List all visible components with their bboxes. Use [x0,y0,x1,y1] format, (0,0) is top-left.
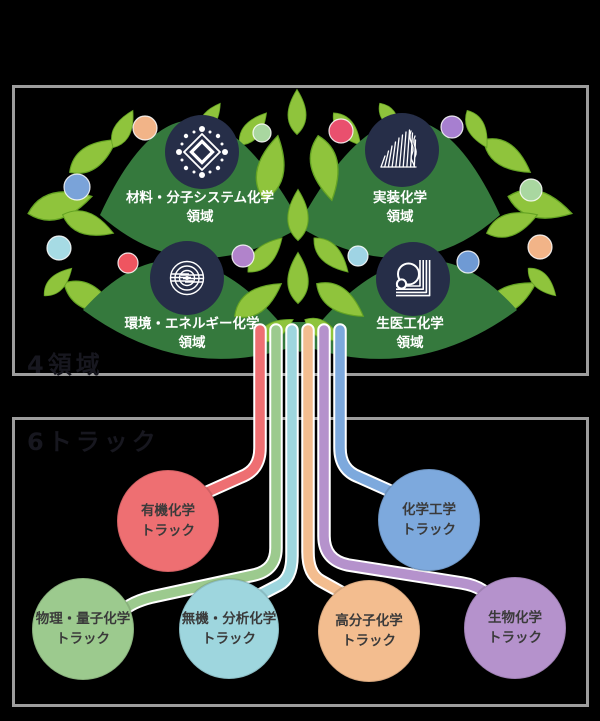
track-label-inorganic-analytical: 無機・分析化学 トラック [181,611,277,647]
domain-label-applied: 実装化学 領域 [373,190,427,225]
decor-dot [440,115,464,139]
decor-dot [328,118,354,144]
decor-dot [527,234,553,260]
track-circle-inorganic-analytical [178,578,280,680]
decor-dot [252,123,272,143]
tracks-panel [12,417,589,707]
domains-panel-label: 4領域 [27,351,104,379]
domain-label-environment: 環境・エネルギー化学 領域 [124,316,260,351]
track-label-organic: 有機化学 トラック [141,503,195,539]
track-circle-polymer [317,579,421,683]
decor-dot [347,245,369,267]
decor-dot [132,115,158,141]
decor-dot [46,235,72,261]
cell-layers-icon [376,242,450,316]
domain-label-materials: 材料・分子システム化学 領域 [125,190,275,225]
striped-s-icon [150,241,224,315]
track-circle-physical-quantum [31,577,135,681]
track-label-polymer: 高分子化学 トラック [335,613,403,649]
root-line-chemical-engineering [335,325,402,499]
domain-leaf-applied [298,120,500,258]
decor-dots [46,115,553,274]
track-circle-biological [463,576,567,680]
tracks-panel-label: 6トラック [27,428,160,456]
decor-dot [231,244,255,268]
root-line-organic [198,325,265,499]
track-label-physical-quantum: 物理・量子化学 トラック [35,611,131,647]
decor-dot [456,250,480,274]
decor-dot [63,173,91,201]
decor-dot [519,178,543,202]
track-label-biological: 生物化学 トラック [488,610,542,646]
domain-leaf-materials [100,120,302,258]
domain-label-biomedical: 生医工化学 領域 [376,316,444,351]
track-label-chemical-engineering: 化学工学 トラック [402,502,456,538]
track-circles [31,468,567,683]
root-line-inorganic-analytical [247,325,297,604]
decor-dot [117,252,139,274]
track-circle-chemical-engineering [377,468,481,572]
domains-panel [12,85,589,376]
track-circle-organic [116,469,220,573]
hatched-peak-icon [365,113,439,187]
molecule-crystal-icon [165,115,239,189]
root-line-polymer [303,325,353,601]
domain-icons [150,113,450,316]
